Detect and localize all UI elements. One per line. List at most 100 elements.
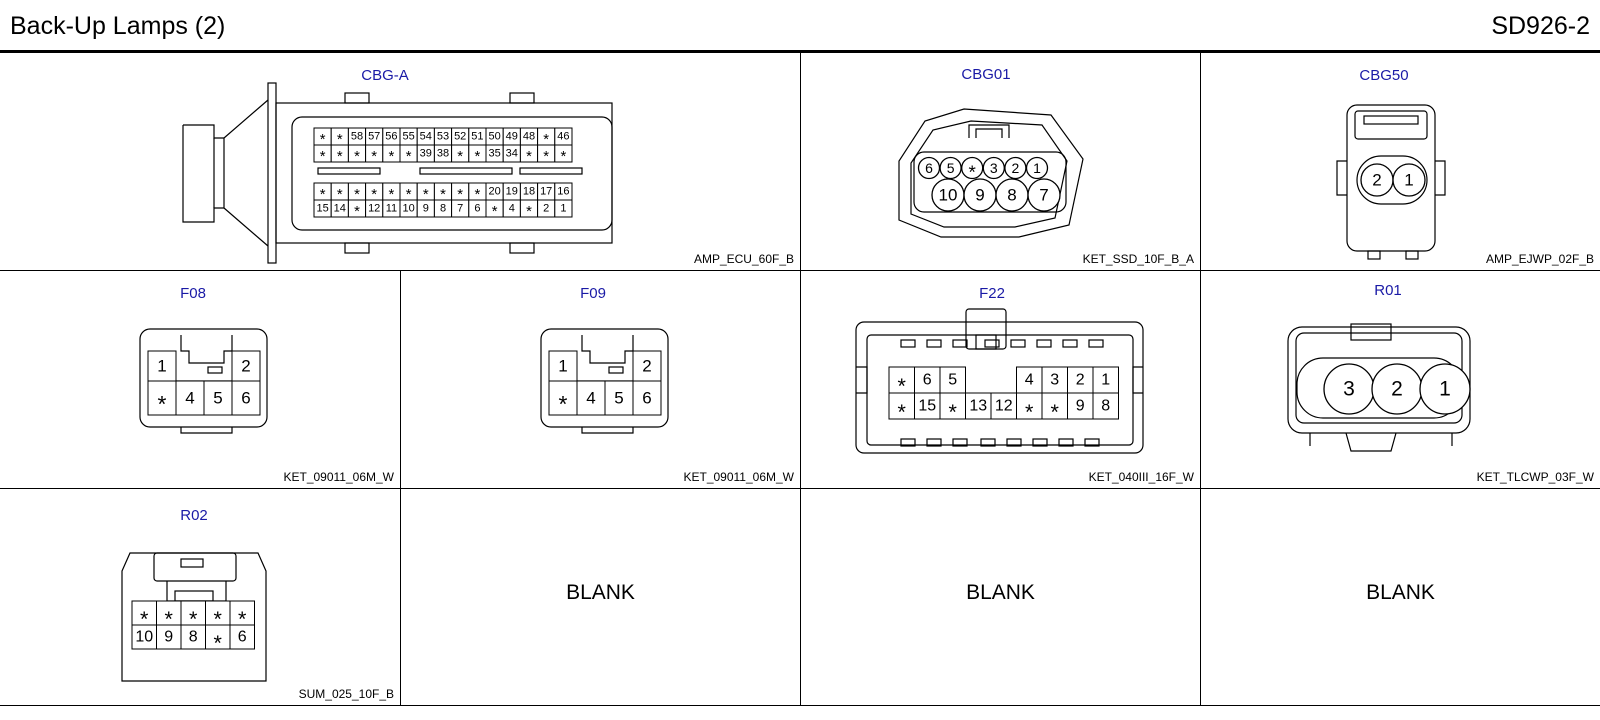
outline-shape [121, 552, 267, 682]
pin-cell [147, 380, 177, 416]
blank-label: BLANK [1366, 581, 1435, 604]
connector-name: CBG-A [361, 67, 409, 84]
pin-label: 19 [506, 186, 518, 198]
pin-label: 6 [241, 389, 250, 408]
pin-label: * [949, 399, 958, 424]
outline-shape [182, 124, 224, 223]
outline-shape [984, 339, 1000, 348]
pin-label: 16 [557, 186, 569, 198]
pin-label: 2 [1391, 378, 1403, 401]
connector-name: R02 [180, 507, 208, 524]
pin-label: 18 [523, 186, 535, 198]
pin-label: 52 [454, 131, 466, 143]
pin-label: 1 [1439, 378, 1451, 401]
outline-shape [980, 438, 996, 447]
pin-label: * [898, 373, 907, 398]
pin-label: * [475, 149, 481, 165]
outline-shape [1287, 326, 1471, 434]
pin-label: 34 [506, 148, 518, 160]
pin-label: * [320, 149, 326, 165]
connector-part-number: SUM_025_10F_B [298, 687, 394, 701]
outline-shape [900, 339, 916, 348]
outline-shape [291, 116, 613, 231]
outline-shape [1088, 339, 1104, 348]
pin-cell [1041, 392, 1068, 420]
pin-label: * [423, 187, 429, 203]
pin-label: 46 [557, 131, 569, 143]
pin-label: * [457, 149, 463, 165]
outline-shape [509, 242, 535, 254]
pin-label: 1 [1033, 160, 1041, 176]
pin-label: 55 [402, 131, 414, 143]
pin-label: 8 [189, 629, 198, 646]
pin-label: 8 [1007, 186, 1016, 205]
pin-label: * [158, 391, 167, 417]
outline-shape [898, 108, 1084, 238]
pin-cell [554, 199, 573, 218]
connector-part-number: AMP_ECU_60F_B [693, 252, 794, 266]
outline-shape [519, 167, 583, 175]
connector-part-number: KET_09011_06M_W [683, 470, 794, 484]
connector-name: F09 [580, 285, 606, 302]
pin-label: * [354, 187, 360, 203]
pin-label: 10 [939, 186, 958, 205]
pin-cell [229, 600, 255, 626]
pin-label: 5 [947, 160, 955, 176]
pin-label: 17 [540, 186, 552, 198]
outline-shape [581, 335, 634, 364]
pin-cell [1067, 366, 1094, 394]
outline-shape [910, 120, 1068, 228]
pin-label: * [389, 187, 395, 203]
outline-shape [1346, 104, 1436, 252]
outline-shape [968, 124, 1010, 138]
pin-label: * [165, 606, 174, 631]
pin-label: 5 [213, 389, 222, 408]
blank-panel: BLANK [801, 489, 1201, 706]
pin-label: * [406, 149, 412, 165]
outline-shape [267, 82, 277, 264]
pin-cell [554, 144, 573, 163]
pin-label: 15 [918, 398, 936, 415]
outline-shape [223, 99, 269, 247]
pin-cell [1067, 392, 1094, 420]
pin-label: * [337, 149, 343, 165]
pin-label: * [526, 204, 532, 220]
pin-cell [147, 350, 177, 382]
pin-cell [939, 366, 966, 394]
pin-label: 50 [488, 131, 500, 143]
outline-shape [926, 339, 942, 348]
pin-label: * [214, 606, 223, 631]
connector-part-number: KET_09011_06M_W [283, 470, 394, 484]
pin-label: 15 [316, 203, 328, 215]
outline-shape [540, 328, 669, 428]
outline-shape [317, 167, 381, 175]
pin-cell [604, 380, 634, 416]
pin-label: * [371, 149, 377, 165]
outline-shape [1084, 438, 1100, 447]
pin-label: 54 [420, 131, 432, 143]
sheet-footer [0, 706, 1600, 720]
outline-shape [1345, 432, 1397, 452]
pin-cell [1016, 392, 1043, 420]
pin-label: 38 [437, 148, 449, 160]
pin-label: * [457, 187, 463, 203]
connector-name: F08 [180, 285, 206, 302]
pin-label: 4 [586, 389, 595, 408]
pin-label: 1 [560, 203, 566, 215]
pin-label: * [969, 162, 977, 183]
outline-shape [581, 427, 634, 434]
connector-name: R01 [1374, 282, 1402, 299]
pin-label: 8 [440, 203, 446, 215]
pin-cell [576, 380, 606, 416]
header-rule [0, 50, 1600, 53]
pin-label: 9 [164, 629, 173, 646]
connector-part-number: KET_TLCWP_03F_W [1476, 470, 1594, 484]
pin-label: * [1051, 399, 1060, 424]
pin-label: 10 [135, 629, 153, 646]
